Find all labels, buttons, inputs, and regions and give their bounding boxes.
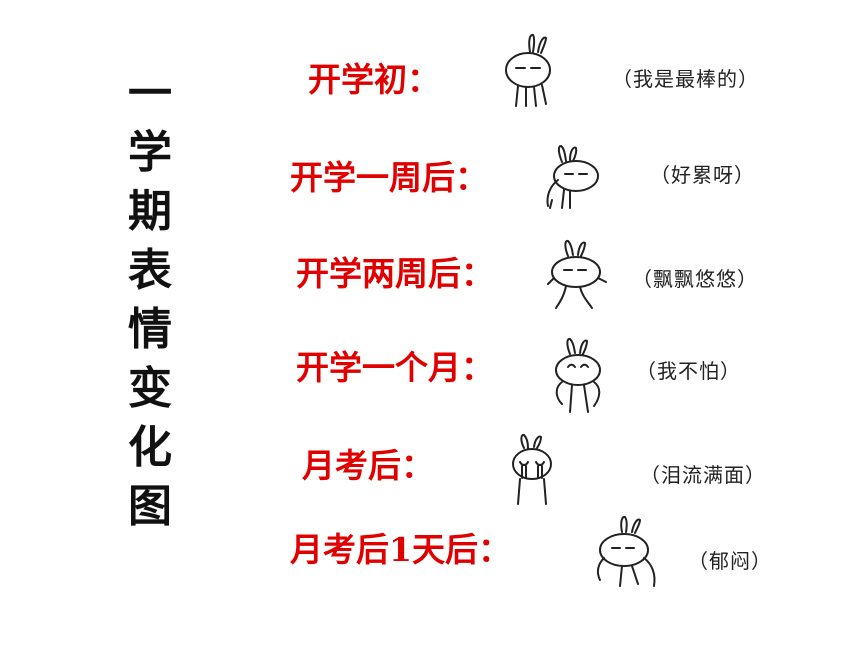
stage-label: 开学一个月： [296, 348, 494, 387]
rabbit-brave-icon [548, 334, 608, 414]
emotion-label: （飘飘悠悠） [632, 267, 758, 291]
rabbit-depressed-icon [592, 510, 664, 590]
vertical-title: 一 学 期 表 情 变 化 图 [122, 64, 178, 536]
title-char: 期 [128, 186, 172, 237]
emotion-label: （我不怕） [636, 359, 741, 383]
stage-label: 开学初： [308, 60, 440, 99]
emotion-label: （郁闷） [688, 549, 772, 573]
emotion-label: （我是最棒的） [612, 67, 759, 91]
rabbit-crying-icon [506, 432, 558, 506]
rabbit-tired-icon [540, 140, 606, 210]
title-char: 学 [128, 127, 172, 178]
title-char: 表 [128, 245, 172, 296]
title-char: 情 [128, 304, 172, 355]
title-char: 图 [128, 481, 172, 532]
stage-label: 月考后1天后： [290, 530, 511, 569]
emotion-label: （好累呀） [650, 163, 755, 187]
rabbit-proud-icon [500, 30, 560, 108]
rabbit-floating-icon [546, 236, 610, 310]
emotion-label: （泪流满面） [640, 463, 766, 487]
title-char: 一 [128, 68, 172, 119]
stage-label: 月考后： [302, 446, 434, 485]
stage-label: 开学两周后： [296, 254, 494, 293]
title-char: 变 [128, 363, 172, 414]
stage-label: 开学一周后： [290, 158, 488, 197]
title-char: 化 [128, 422, 172, 473]
